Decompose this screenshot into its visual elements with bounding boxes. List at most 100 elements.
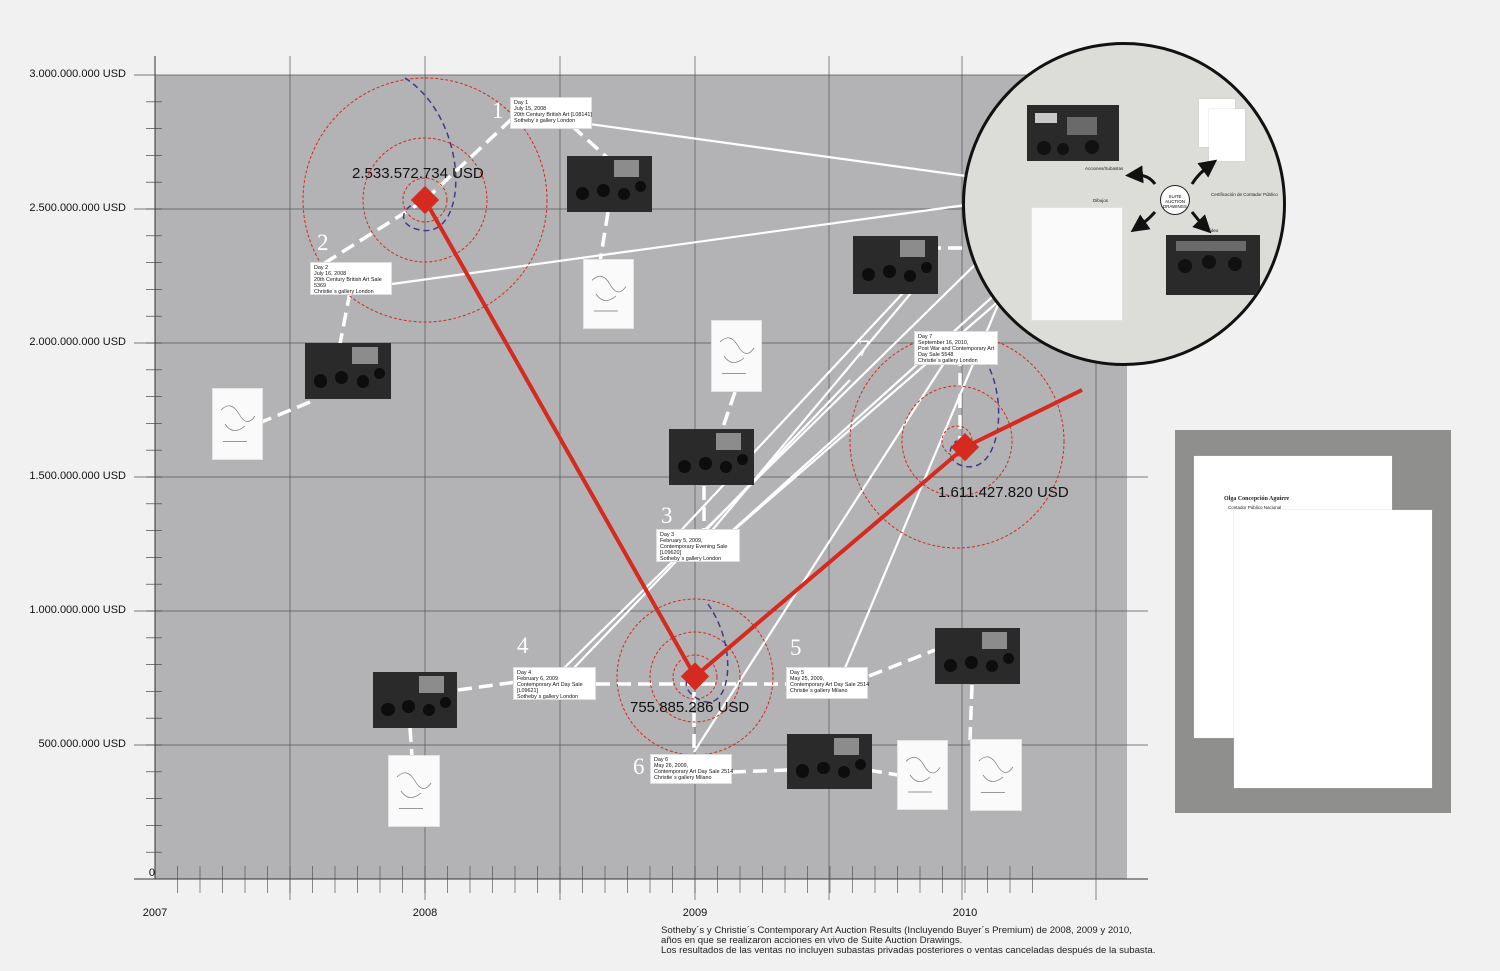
y-tick-label: 1.500.000.000 USD	[29, 470, 126, 482]
photo-highlight	[833, 738, 860, 755]
day-info-line: Christie´s gallery London	[314, 289, 374, 295]
sketch-scribble	[591, 275, 627, 312]
day-info-line: [L09620]	[660, 550, 681, 556]
photo-figure	[838, 765, 850, 778]
photo-highlight	[981, 632, 1008, 649]
day-info-line: Christie´s gallery London	[918, 358, 978, 364]
sketch-scribble	[396, 772, 432, 809]
auction-photo	[669, 429, 754, 485]
day-info-line: February 5, 2009,	[660, 538, 703, 544]
video-caption: Video	[1207, 228, 1219, 233]
y-tick-label: 3.000.000.000 USD	[29, 68, 126, 80]
day-info-line: May 26, 2009,	[654, 763, 689, 769]
day-info-line: Christie´s gallery Milano	[654, 775, 712, 781]
photo-highlight	[715, 433, 742, 450]
acciones-caption: Acciones/Subastas	[1085, 166, 1124, 171]
dashed-connector	[457, 680, 517, 692]
day-info-line: Sotheby´s gallery London	[517, 694, 579, 700]
photo-figure	[677, 459, 692, 474]
day-info-line: Day 5	[790, 670, 805, 676]
dashed-connector	[598, 211, 610, 263]
video-still-photo	[1166, 235, 1260, 295]
drawing-sketch	[212, 388, 263, 460]
connector-line	[671, 261, 933, 541]
x-tick-label: 2007	[142, 907, 168, 919]
caption-line-3: Los resultados de las ventas no incluyen…	[661, 945, 1156, 956]
x-tick-label: 2009	[682, 907, 708, 919]
dashed-connector	[338, 291, 352, 345]
sketch-scribble	[978, 756, 1014, 793]
photo-figure	[986, 660, 998, 673]
dashed-connector	[731, 768, 788, 774]
connector-line	[391, 203, 967, 286]
certificate-thumbnail-2	[1209, 109, 1245, 161]
certificate-title: Olga Concepción Aguirre	[1224, 496, 1290, 502]
hub-line-2: AUCTION	[1165, 199, 1185, 204]
drawing-sketch	[711, 320, 762, 392]
suite-auction-drawings-hub: SUITE AUCTION DRAWINGS	[1160, 185, 1190, 215]
auction-photo	[305, 343, 391, 399]
photo-figure	[423, 704, 436, 717]
photo-figure	[720, 461, 732, 474]
target-ring	[849, 333, 1065, 549]
day-info-line: Sotheby´s gallery London	[660, 556, 722, 562]
photo-figure	[575, 186, 590, 201]
photo-highlight	[352, 347, 379, 364]
photo-figure	[1003, 653, 1015, 665]
photo-highlight	[613, 160, 640, 177]
certificate-page-2	[1234, 510, 1432, 788]
day-info-line: Contemporary Evening Sale	[660, 544, 728, 550]
day-info-line: Day 4	[517, 670, 532, 676]
caption-line-1: Sotheby´s y Christie´s Contemporary Art …	[661, 925, 1132, 936]
spiral-path	[402, 77, 457, 232]
photo-figure	[698, 457, 712, 470]
day-2-number: 2	[317, 230, 329, 255]
photo-figure	[795, 764, 810, 778]
day-info-line: Christie´s gallery Milano	[790, 688, 848, 694]
dashed-connector	[720, 391, 737, 431]
photo-figure	[943, 658, 958, 673]
day-info-line: Day 3	[660, 532, 675, 538]
photo-figure	[335, 371, 348, 384]
data-point	[680, 662, 710, 691]
day-info-line: Day 7	[918, 334, 933, 340]
photo-figure	[882, 265, 896, 278]
dashed-connector	[570, 124, 612, 162]
day-info-line: February 6, 2009	[517, 676, 559, 682]
auction-photo	[787, 734, 872, 789]
photo-figure	[373, 368, 385, 380]
target-ring	[402, 177, 448, 223]
y-tick-label: 0	[148, 867, 155, 879]
y-tick-label: 1.000.000.000 USD	[29, 604, 126, 616]
photo-figure	[964, 656, 978, 669]
connector-line	[693, 359, 947, 753]
drawing-sketch	[583, 259, 634, 329]
auction-photo	[853, 236, 938, 294]
dashed-connector	[868, 648, 936, 678]
photo-figure	[596, 184, 610, 197]
target-ring	[901, 385, 1013, 497]
hub-line-1: SUITE	[1168, 194, 1182, 199]
day-info-line: 20th Century British Art Sale	[314, 277, 382, 283]
photo-figure	[618, 188, 630, 201]
x-tick-label: 2010	[952, 907, 978, 919]
day-info-line: Day 2	[314, 265, 329, 271]
auction-photo	[935, 628, 1020, 684]
photo-figure	[737, 454, 749, 466]
day-info-line: July 16, 2008	[314, 271, 347, 277]
target-ring	[649, 631, 741, 723]
target-ring	[362, 137, 488, 263]
y-tick-label: 2.000.000.000 USD	[29, 336, 126, 348]
day-info-line: Contemporary Art Day Sale 2514	[790, 682, 870, 688]
auction-room-photo	[1027, 105, 1119, 161]
target-ring	[302, 77, 548, 323]
photo-highlight	[899, 240, 926, 258]
data-point	[950, 432, 980, 462]
drawing-sketch	[897, 740, 948, 810]
sketch-scribble	[220, 405, 256, 442]
